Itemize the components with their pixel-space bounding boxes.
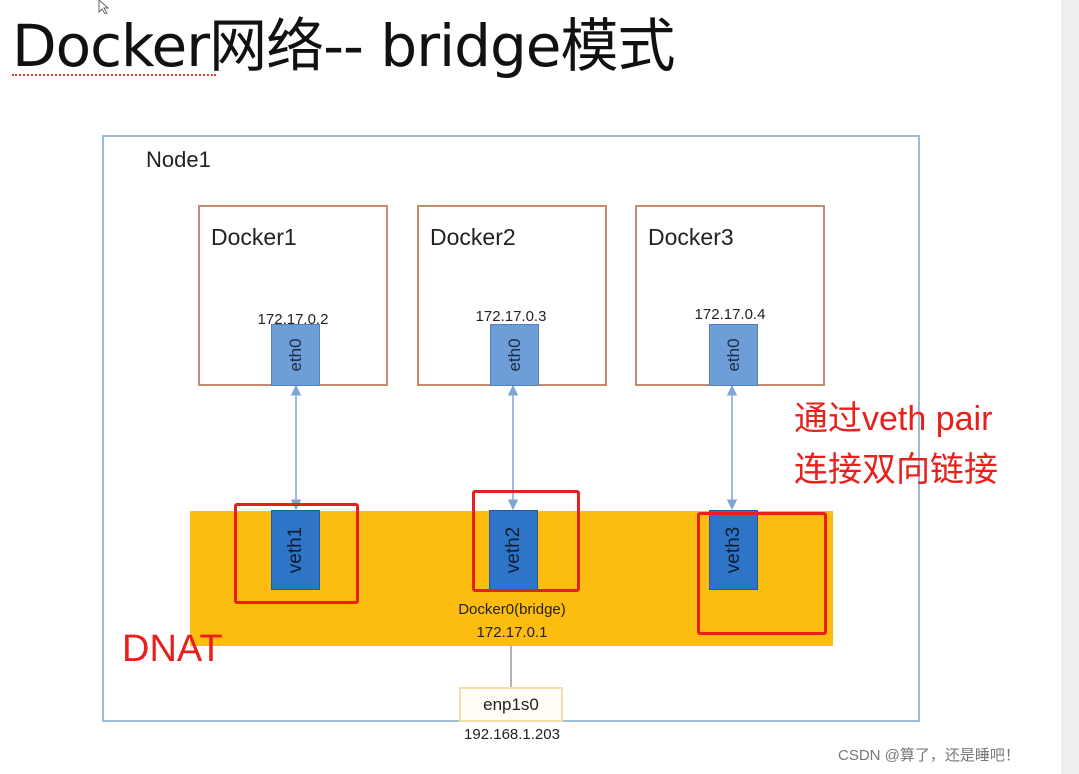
right-edge-strip xyxy=(1061,0,1079,774)
veth1-interface: veth1 xyxy=(271,510,320,590)
note-veth-pair: 通过veth pair xyxy=(794,400,993,438)
eth0-label: eth0 xyxy=(504,338,524,372)
node-label: Node1 xyxy=(146,147,211,172)
host-nic-enp1s0: enp1s0 xyxy=(459,687,563,722)
highlight-box-veth1 xyxy=(234,503,359,604)
highlight-box-veth2 xyxy=(472,490,580,592)
container-docker3-ip: 172.17.0.4 xyxy=(694,306,766,323)
mouse-pointer-icon xyxy=(97,0,113,15)
eth0-interface-docker3: eth0 xyxy=(709,324,758,386)
bridge-ip: 172.17.0.1 xyxy=(476,624,548,641)
veth3-interface: veth3 xyxy=(709,510,758,590)
eth0-interface-docker2: eth0 xyxy=(490,324,539,386)
csdn-watermark: CSDN @算了，还是睡吧！ xyxy=(838,747,1020,764)
container-docker2-label: Docker2 xyxy=(430,224,516,250)
container-docker3-label: Docker3 xyxy=(648,224,734,250)
container-docker2-ip: 172.17.0.3 xyxy=(475,308,547,325)
eth0-label: eth0 xyxy=(285,338,305,372)
bridge-name: Docker0(bridge) xyxy=(458,601,566,618)
dnat-label: DNAT xyxy=(122,628,223,670)
note-bidirectional-link: 连接双向链接 xyxy=(794,451,998,489)
eth0-label: eth0 xyxy=(723,338,743,372)
eth0-interface-docker1: eth0 xyxy=(271,324,320,386)
spellcheck-underline xyxy=(12,70,216,76)
container-docker1-label: Docker1 xyxy=(211,224,297,250)
host-nic-ip: 192.168.1.203 xyxy=(464,726,560,743)
highlight-box-veth3 xyxy=(697,512,827,635)
container-docker1-ip: 172.17.0.2 xyxy=(257,311,329,328)
slide-title: Docker网络-- bridge模式 xyxy=(12,12,675,80)
